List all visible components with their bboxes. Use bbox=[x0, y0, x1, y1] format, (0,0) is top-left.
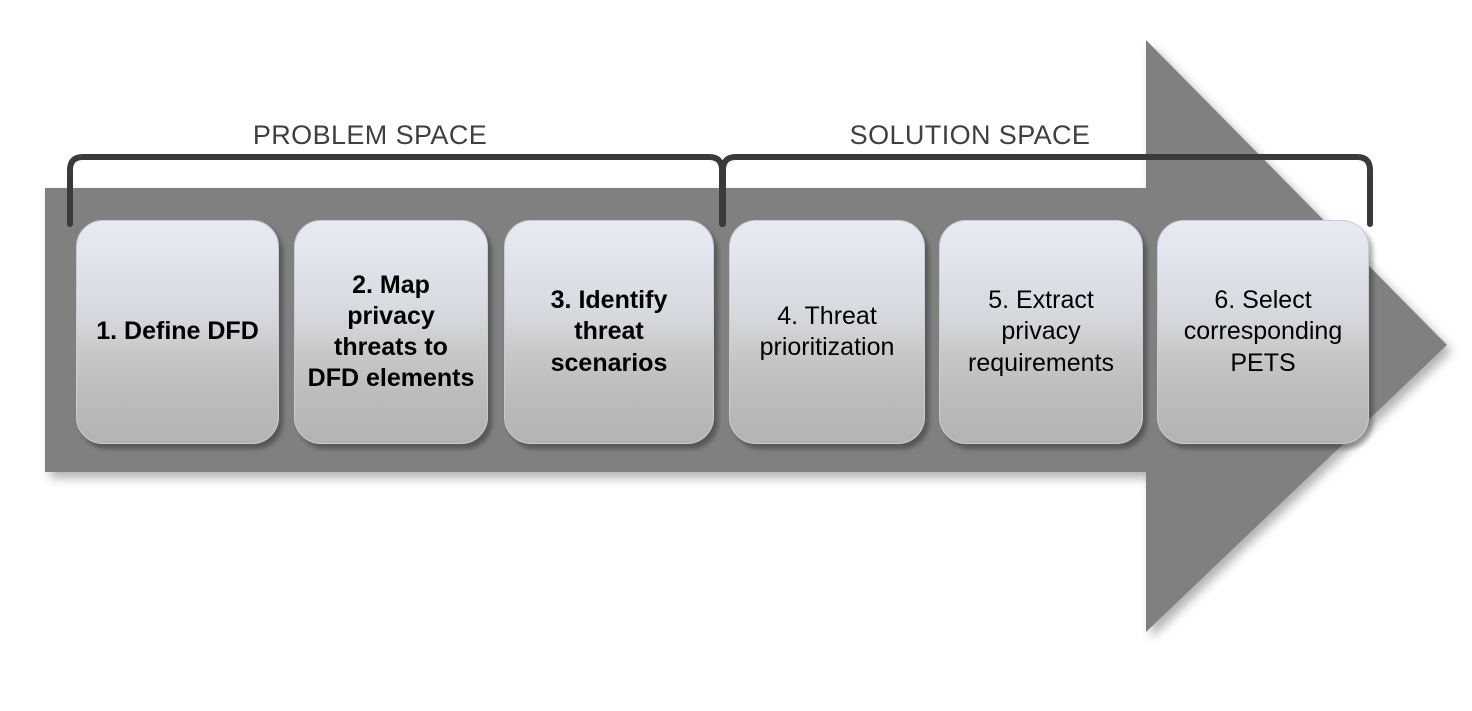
bracket-solution-space bbox=[720, 154, 1373, 227]
step-box-5[interactable]: 5. Extract privacy requirements bbox=[939, 220, 1143, 444]
step-label-3: 3. Identify threat scenarios bbox=[550, 286, 668, 377]
step-box-6[interactable]: 6. Select corresponding PETS bbox=[1157, 220, 1369, 444]
step-box-3[interactable]: 3. Identify threat scenarios bbox=[504, 220, 714, 444]
step-label-2: 2. Map privacy threats to DFD elements bbox=[307, 270, 475, 393]
step-label-4: 4. Threat prioritization bbox=[759, 301, 895, 361]
span-label-problem-space: PROBLEM SPACE bbox=[252, 120, 488, 150]
step-box-4[interactable]: 4. Threat prioritization bbox=[729, 220, 925, 444]
step-box-1[interactable]: 1. Define DFD bbox=[76, 220, 279, 444]
step-label-5: 5. Extract privacy requirements bbox=[968, 286, 1114, 377]
step-label-1: 1. Define DFD bbox=[96, 317, 259, 346]
step-label-6: 6. Select corresponding PETS bbox=[1183, 286, 1343, 377]
bracket-problem-space bbox=[67, 154, 725, 227]
step-box-2[interactable]: 2. Map privacy threats to DFD elements bbox=[294, 220, 488, 444]
span-label-solution-space: SOLUTION SPACE bbox=[849, 120, 1091, 150]
